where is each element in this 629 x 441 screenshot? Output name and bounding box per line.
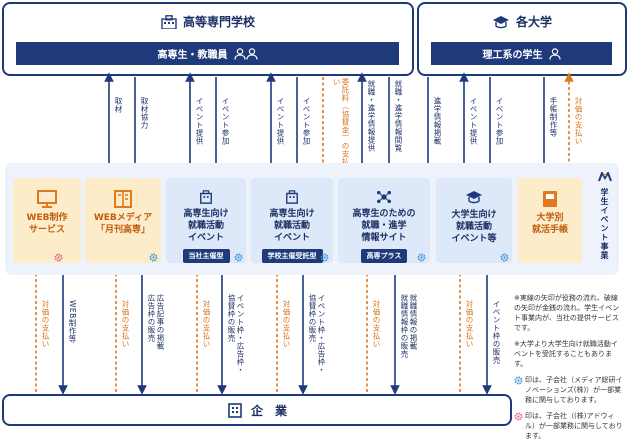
label-shushoku-keisai: 就職情報の掲載 就職情報枠の販売 xyxy=(400,294,418,358)
kosen-title: 高等専門学校 xyxy=(182,15,255,29)
gear-icon-blue xyxy=(320,253,329,262)
label-info-teikyo: 就職・進学情報提供 xyxy=(367,80,376,152)
label-pay-5: 対価の支払い xyxy=(372,300,381,348)
label-event-waku-2: イベント枠・広告枠・ 協賛枠の販売 xyxy=(308,294,326,374)
label-kokoku: 広告記事の掲載 広告枠の販売 xyxy=(147,294,165,350)
card-kosen-plus-title: 高専生のための 就職・進学 情報サイト xyxy=(352,208,415,244)
label-event-sanka-3: イベント参加 xyxy=(495,97,504,145)
kosen-people-label: 高専生・教職員 xyxy=(157,50,228,61)
graduation-cap-icon xyxy=(492,15,509,28)
card-1-title-text: WEBメディア 「月刊高専」 xyxy=(93,213,153,235)
label-itaku-pay: 委託料（協賛金）の支払い xyxy=(330,78,350,170)
card-event-daigaku-title: 大学生向け 就職活動 イベント等 xyxy=(451,209,496,245)
network-icon xyxy=(377,190,391,204)
note-1: ※実線の矢印が役務の流れ、破線の矢印が金銭の流れ。学生イベント事業内が、当社の提… xyxy=(514,294,620,332)
card-kosen-plus-pill: 高専プラス xyxy=(360,249,408,263)
label-pay-4: 対価の支払い xyxy=(282,300,291,348)
person-icon xyxy=(548,47,561,60)
brand-logo-icon xyxy=(598,172,612,182)
label-event-teikyo-3: イベント提供 xyxy=(469,97,478,145)
book-icon xyxy=(114,190,132,208)
card-event-tosha-title: 高専生向け 就職活動 イベント xyxy=(183,208,228,244)
note-3-row: 印は、子会社（メディア総研イノベーションズ(株)）が一部業務に関与しております。 xyxy=(514,375,624,405)
label-univ-pay: 対価の支払い xyxy=(574,97,583,145)
label-event-waku-1: イベント枠・広告枠・ 協賛枠の販売 xyxy=(227,294,245,374)
label-kokoku-text: 広告記事の掲載 広告枠の販売 xyxy=(147,294,165,350)
brand-side-label: 学生イベント事業 xyxy=(600,188,609,260)
university-box-kosen: 高等専門学校 高専生・教職員 xyxy=(2,2,414,76)
monitor-icon xyxy=(37,190,57,208)
card-web-seisaku-title: WEB制作 サービス xyxy=(27,212,68,236)
label-pay-3: 対価の支払い xyxy=(202,300,211,348)
card-2-title-text: 高専生向け 就職活動 イベント xyxy=(183,209,229,243)
card-kosen-plus: 高専生のための 就職・進学 情報サイト 高専プラス xyxy=(338,178,430,263)
card-event-jutaku-pill: 学校主催受託型 xyxy=(261,249,323,263)
flow-arrows xyxy=(31,72,574,395)
note-2: ※大学より大学生向け就職活動イベントを受託することもあります。 xyxy=(514,340,618,368)
kosen-title-row: 高等専門学校 xyxy=(4,13,412,30)
notebook-icon xyxy=(543,191,557,207)
label-web-seisaku: WEB制作等 xyxy=(68,300,77,343)
daigaku-people-bar: 理工系の学生 xyxy=(431,42,612,65)
card-techo: 大学別 就活手帳 xyxy=(518,178,582,263)
note-3: 印は、子会社（メディア総研イノベーションズ(株)）が一部業務に関与しております。 xyxy=(525,376,623,404)
company-box: 企 業 xyxy=(2,394,512,426)
label-event-teikyo-2: イベント提供 xyxy=(276,97,285,145)
card-event-jutaku: 高専生向け 就職活動 イベント 学校主催受託型 xyxy=(251,178,333,263)
building-icon xyxy=(200,190,212,204)
label-pay-1: 対価の支払い xyxy=(41,300,50,348)
daigaku-people-label: 理工系の学生 xyxy=(482,50,543,61)
school-building-icon xyxy=(161,14,177,29)
gear-icon-pink xyxy=(514,412,523,421)
building-icon xyxy=(286,190,298,204)
gear-icon-pink xyxy=(54,253,63,262)
label-event-sanka-2: イベント参加 xyxy=(302,97,311,145)
card-web-media: WEBメディア 「月刊高専」 xyxy=(85,178,161,263)
notes-panel: ※実線の矢印が役務の流れ、破線の矢印が金銭の流れ。学生イベント事業内が、当社の提… xyxy=(514,293,624,441)
gear-icon-blue xyxy=(514,376,523,385)
note-4-row: 印は、子会社（(株)アドウィル）が一部業務に関与しております。 xyxy=(514,411,624,441)
card-event-jutaku-title: 高専生向け 就職活動 イベント xyxy=(269,208,314,244)
gear-icon-blue xyxy=(500,253,509,262)
label-techo: 手帳制作等 xyxy=(549,97,558,137)
label-shuzai-kyoryoku: 取材協力 xyxy=(140,97,149,129)
label-shingaku: 進学情報掲載 xyxy=(433,97,442,145)
label-event-sanka-1: イベント参加 xyxy=(221,97,230,145)
label-shuzai: 取材 xyxy=(114,97,123,113)
label-event-teikyo-1: イベント提供 xyxy=(195,97,204,145)
label-pay-2: 対価の支払い xyxy=(121,300,130,348)
card-0-title-text: WEB制作 サービス xyxy=(26,213,68,235)
gear-icon-blue xyxy=(417,253,426,262)
card-web-media-title: WEBメディア 「月刊高専」 xyxy=(94,212,152,236)
office-building-icon xyxy=(228,403,242,418)
card-3-title-text: 高専生向け 就職活動 イベント xyxy=(269,209,315,243)
card-web-seisaku: WEB制作 サービス xyxy=(13,178,81,263)
graduation-cap-icon xyxy=(466,191,482,204)
label-event-waku-2-text: イベント枠・広告枠・ 協賛枠の販売 xyxy=(308,294,326,374)
card-event-tosha: 高専生向け 就職活動 イベント 当社主催型 xyxy=(166,178,246,263)
company-title: 企 業 xyxy=(250,403,287,418)
card-5-title-text: 大学生向け 就職活動 イベント等 xyxy=(451,210,497,244)
label-pay-6: 対価の支払い xyxy=(465,300,474,348)
university-box-daigaku: 各大学 理工系の学生 xyxy=(417,2,627,76)
card-event-daigaku: 大学生向け 就職活動 イベント等 xyxy=(436,178,512,263)
card-4-title-text: 高専生のための 就職・進学 情報サイト xyxy=(352,209,416,243)
label-event-waku-3: イベント枠の販売 xyxy=(492,300,501,364)
kosen-people-bar: 高専生・教職員 xyxy=(16,42,399,65)
card-techo-title: 大学別 就活手帳 xyxy=(532,212,568,236)
daigaku-title-row: 各大学 xyxy=(419,13,625,30)
note-4: 印は、子会社（(株)アドウィル）が一部業務に関与しております。 xyxy=(525,412,623,440)
gear-icon-blue xyxy=(149,253,158,262)
label-info-etsuran: 就職・進学情報閲覧 xyxy=(394,80,403,152)
daigaku-title: 各大学 xyxy=(515,15,552,29)
card-6-title-text: 大学別 就活手帳 xyxy=(531,213,568,235)
label-event-waku-1-text: イベント枠・広告枠・ 協賛枠の販売 xyxy=(227,294,245,374)
card-event-tosha-pill: 当社主催型 xyxy=(182,249,230,263)
label-itaku-pay-text: 委託料（協賛金）の支払い xyxy=(332,78,350,166)
people-icon xyxy=(233,47,258,60)
label-shushoku-keisai-text: 就職情報の掲載 就職情報枠の販売 xyxy=(400,294,418,358)
gear-icon-blue xyxy=(234,253,243,262)
